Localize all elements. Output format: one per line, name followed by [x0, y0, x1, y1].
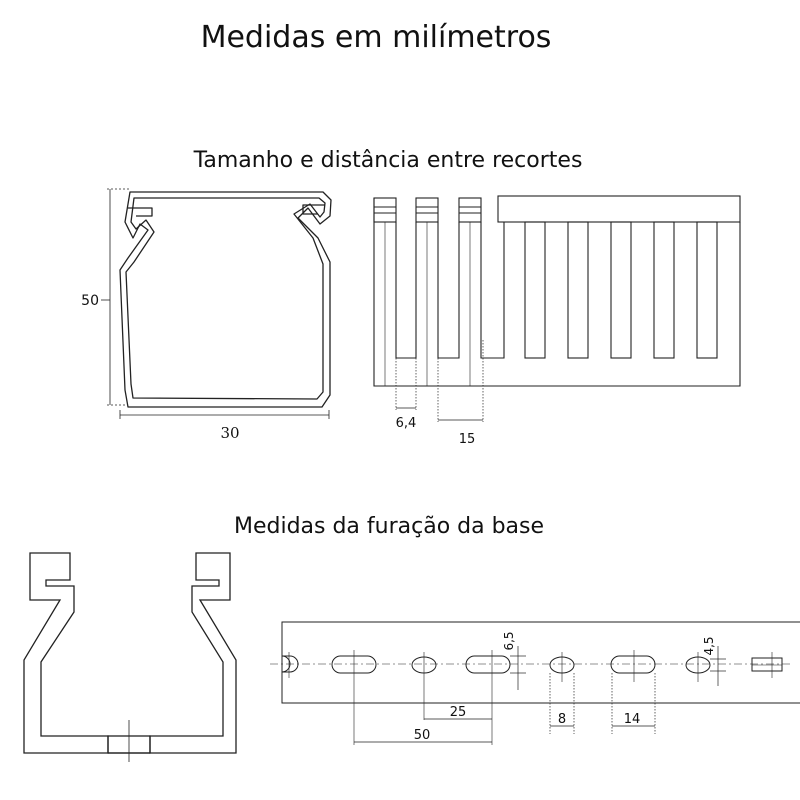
slot-hole	[465, 655, 511, 674]
slot-pitch-label: 15	[459, 432, 476, 447]
base-strip	[270, 621, 800, 704]
slot-hole	[610, 655, 656, 674]
pitch-small-label: 25	[450, 705, 467, 720]
width-dimension	[119, 410, 330, 419]
slot-width-label: 6,4	[396, 416, 417, 431]
small-hole-width-label: 8	[558, 712, 566, 727]
base-profile	[23, 552, 237, 754]
height-label: 50	[81, 293, 99, 309]
page-title: Medidas em milímetros	[200, 20, 552, 55]
square-hole	[751, 657, 783, 672]
section-title-cutouts: Tamanho e distância entre recortes	[193, 148, 583, 173]
large-hole-width-label: 14	[624, 712, 641, 727]
pitch-large-label: 50	[414, 728, 431, 743]
section-title-base-holes: Medidas da furação da base	[233, 514, 545, 539]
hole-dimensions	[354, 646, 726, 743]
width-label: 30	[220, 424, 239, 442]
holes	[281, 655, 783, 674]
hole-height-large-label: 6,5	[502, 631, 516, 650]
hole-height-small-label: 4,5	[702, 636, 716, 655]
duct-cross-section	[119, 191, 332, 408]
slotted-panel	[373, 195, 741, 387]
slot-dimensions	[395, 325, 484, 422]
height-dimension	[101, 188, 130, 406]
